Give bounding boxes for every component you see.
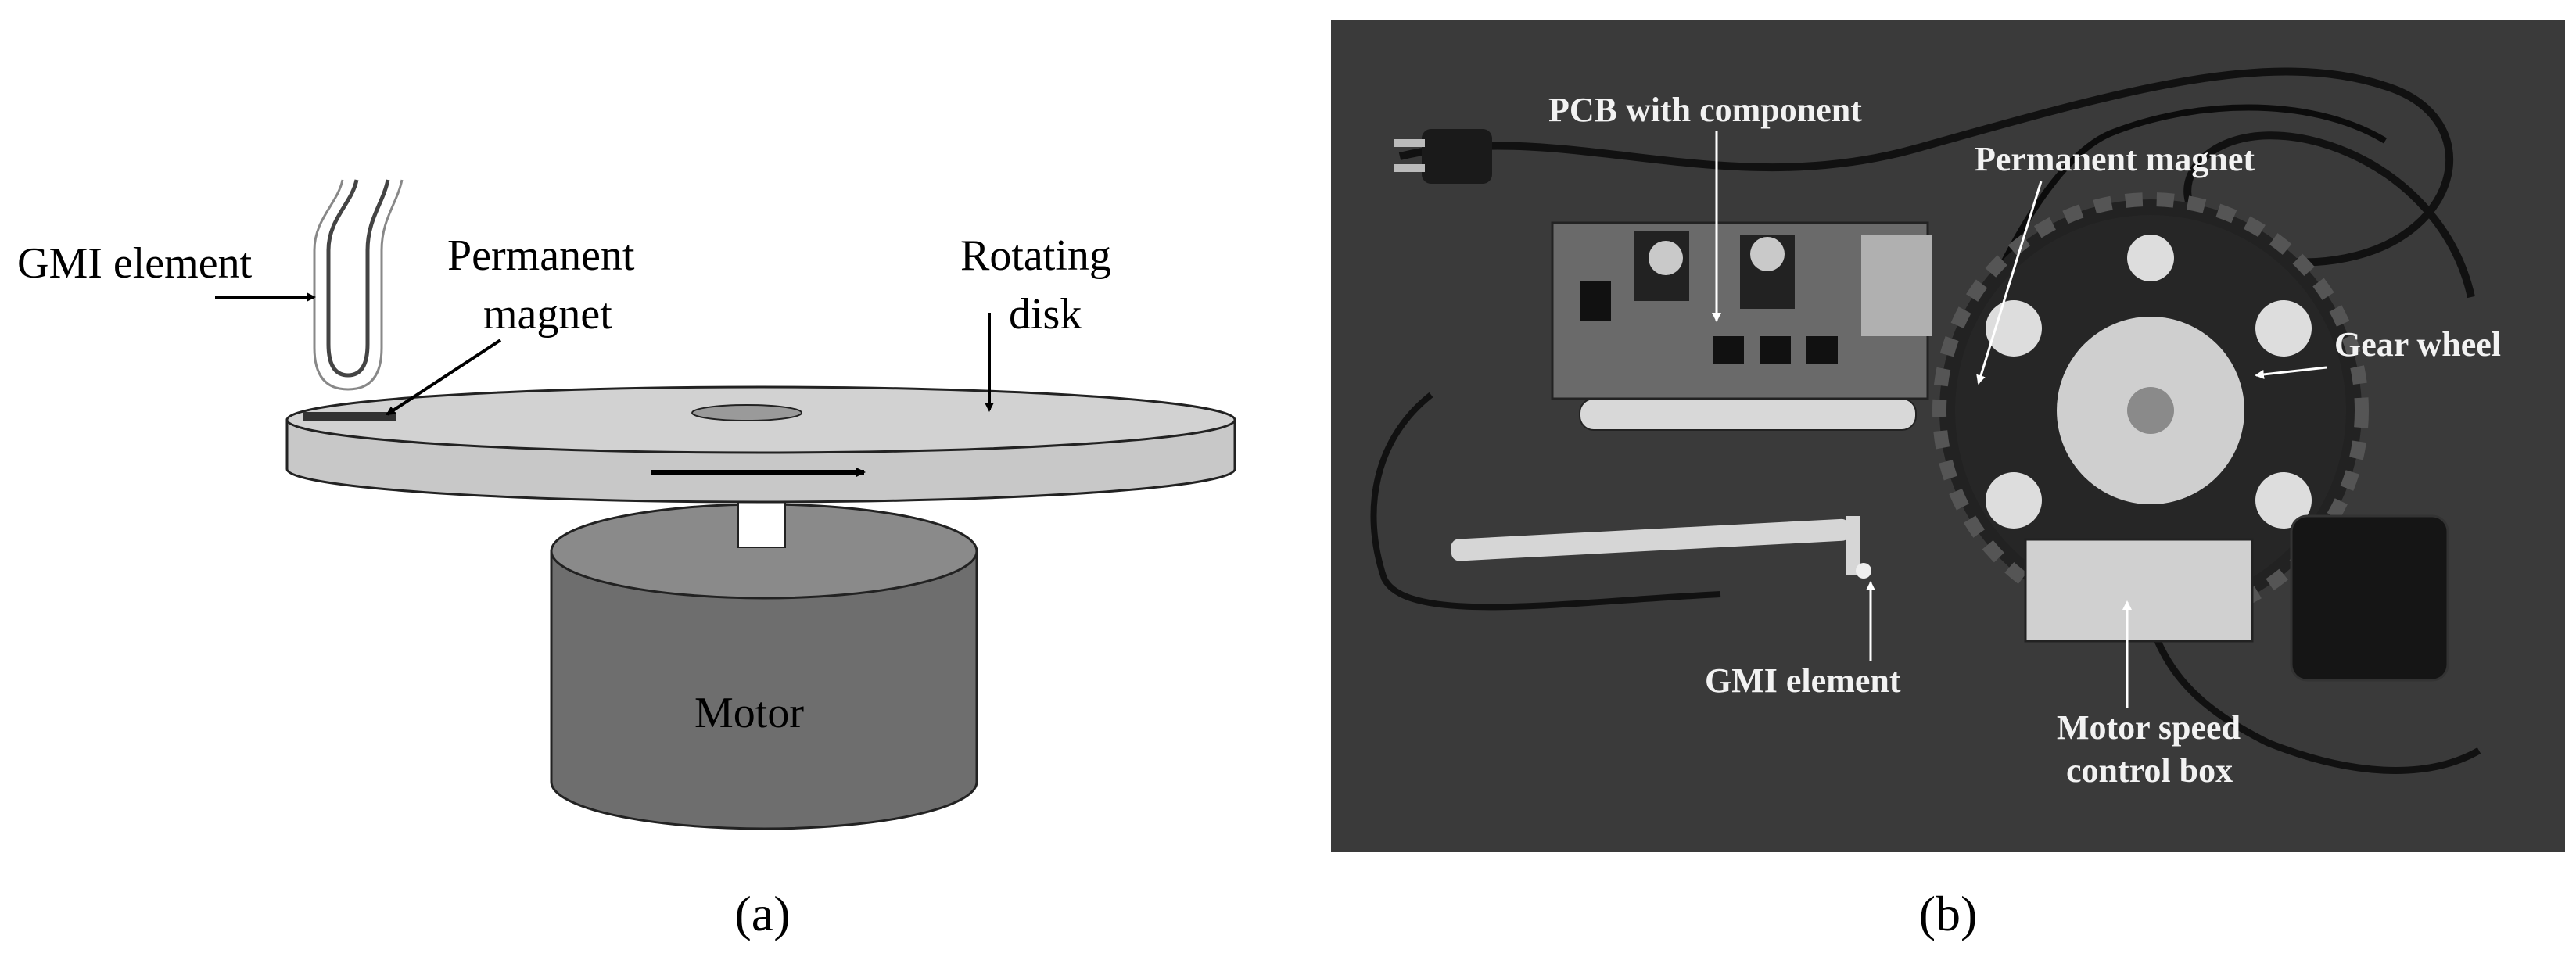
gmi-sensor-rod <box>1451 516 1871 579</box>
gmi-element-wire-outer <box>313 179 404 391</box>
motor-shaft <box>737 500 786 548</box>
permanent-magnet-block <box>303 412 396 421</box>
power-adapter <box>2290 514 2449 682</box>
gmi-cable <box>1370 392 1721 611</box>
panel-a-schematic: GMI element Permanent magnet Rotating di… <box>17 179 1236 941</box>
label-gmi-element-b: GMI element <box>1705 661 1901 700</box>
motor-body <box>550 503 978 830</box>
label-pcb: PCB with component <box>1548 91 1862 129</box>
label-motor-box-line2: control box <box>2066 751 2233 790</box>
magnet-pointer-arrow <box>386 339 502 416</box>
label-motor: Motor <box>694 689 804 737</box>
caption-b: (b) <box>1919 886 1978 941</box>
label-gmi-element: GMI element <box>17 239 253 288</box>
gmi-element-wire <box>326 179 390 378</box>
panel-b-photo: PCB with component Permanent magnet Gear… <box>1331 20 2565 941</box>
caption-a: (a) <box>734 886 790 941</box>
magnet-pointer-arrow-b <box>1976 181 2043 385</box>
gear-wheel <box>1932 192 2369 629</box>
gear-pointer-arrow <box>2255 366 2327 379</box>
motor-control-box <box>2024 538 2254 643</box>
power-plug <box>1394 129 1492 184</box>
label-permanent-magnet-line2: magnet <box>483 290 612 339</box>
label-permanent-magnet-line1: Permanent <box>447 231 635 280</box>
sensor-cable <box>1999 104 2388 267</box>
disk-hub <box>691 404 802 421</box>
label-gear-wheel: Gear wheel <box>2334 325 2501 364</box>
power-cable <box>1398 67 2475 299</box>
label-rotating-disk-line2: disk <box>1009 290 1082 339</box>
motor-cable <box>2139 593 2481 774</box>
label-motor-box-line1: Motor speed <box>2057 708 2241 747</box>
label-permanent-magnet: Permanent magnet <box>1975 140 2255 178</box>
label-rotating-disk-line1: Rotating <box>960 231 1111 280</box>
pcb-board <box>1551 221 1932 431</box>
rotating-disk <box>285 385 1236 504</box>
